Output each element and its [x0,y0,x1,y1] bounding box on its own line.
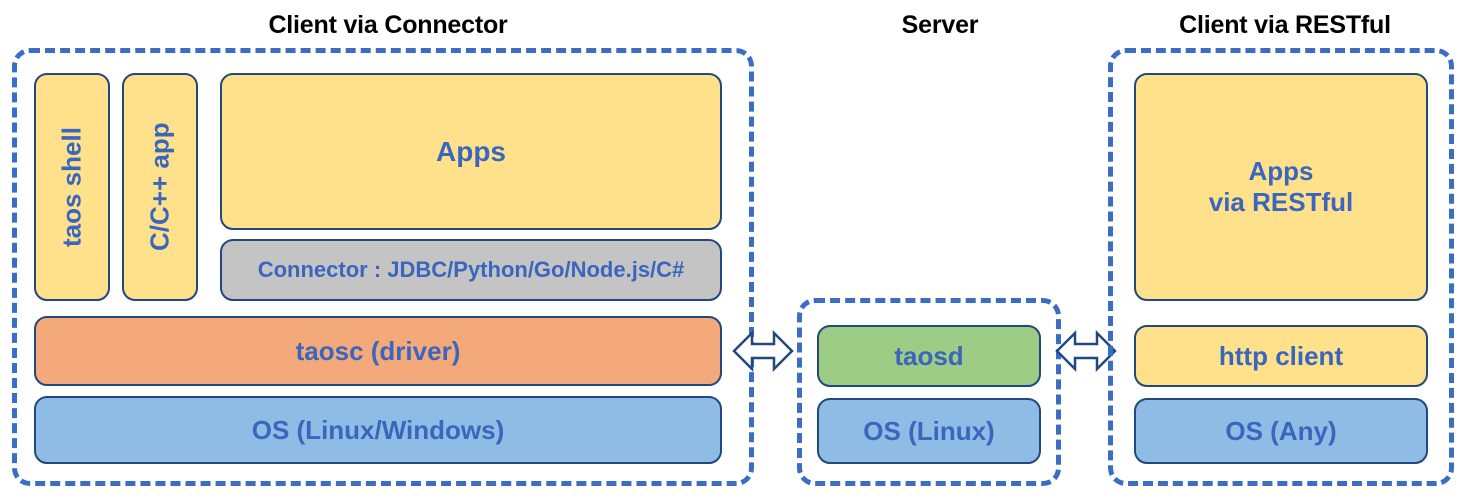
box-http-client[interactable]: http client [1134,325,1428,387]
box-os-any[interactable]: OS (Any) [1134,398,1428,464]
box-apps-via-restful[interactable]: Apps via RESTful [1134,73,1428,301]
arrow-taosd-to-http-client [1055,327,1117,375]
box-os-linux[interactable]: OS (Linux) [817,398,1041,464]
group-client-restful [1108,48,1454,486]
box-c-cpp-app[interactable]: C/C++ app [122,73,198,301]
group-server [797,298,1061,486]
group-client-connector [12,48,754,486]
box-apps-via-restful-line1: Apps [1248,156,1314,187]
arrow-taosc-to-taosd [732,327,794,375]
section-title-client-restful: Client via RESTful [1179,11,1391,39]
box-taosc-driver[interactable]: taosc (driver) [34,316,722,386]
box-connector-list[interactable]: Connector : JDBC/Python/Go/Node.js/C# [220,239,722,301]
section-title-server: Server [901,11,979,39]
box-os-linux-windows[interactable]: OS (Linux/Windows) [34,396,722,464]
box-taos-shell[interactable]: taos shell [34,73,110,301]
box-taosd[interactable]: taosd [817,325,1041,387]
section-title-client-connector: Client via Connector [268,11,508,39]
box-apps-connector[interactable]: Apps [220,73,722,230]
box-apps-via-restful-line2: via RESTful [1208,187,1354,217]
